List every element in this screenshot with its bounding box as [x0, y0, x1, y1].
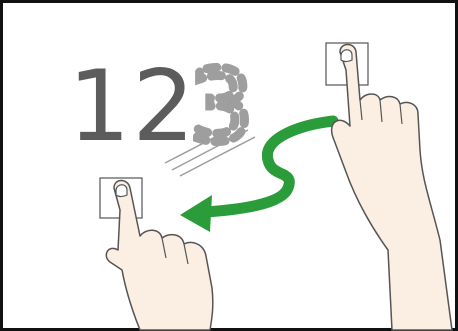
erased-digit-glyph: 3 [190, 50, 252, 164]
erased-digit-3: 3 [190, 50, 252, 164]
written-digits: 12 [68, 50, 197, 164]
